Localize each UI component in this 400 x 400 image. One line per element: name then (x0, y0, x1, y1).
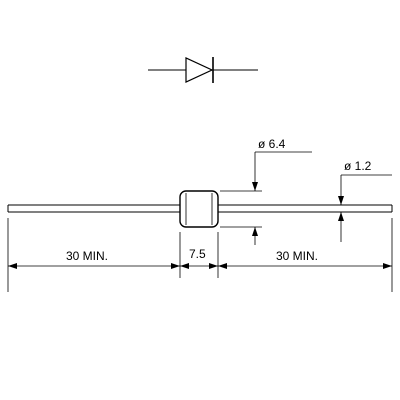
body-length-arrow-right (209, 263, 218, 269)
length-dimensions: 30 MIN. 7.5 30 MIN. (7, 218, 393, 292)
body-dia-arrow-bottom (252, 227, 258, 236)
lead-dia-arrow-top (338, 196, 344, 205)
lead-diameter-dimension: ø 1.2 (338, 159, 392, 242)
left-lead-dim-arrow-right (171, 263, 180, 269)
right-lead-dim-arrow-left (218, 263, 227, 269)
left-lead-length-label: 30 MIN. (66, 249, 108, 263)
right-lead-dim-arrow-right (383, 263, 392, 269)
body-diameter-label: ø 6.4 (258, 137, 286, 151)
body-length-arrow-left (180, 263, 189, 269)
lead-diameter-label: ø 1.2 (344, 159, 372, 173)
axial-diode-package (7, 190, 393, 228)
symbol-triangle (185, 57, 214, 83)
lead-dia-arrow-bottom (338, 212, 344, 221)
diode-body (179, 190, 219, 228)
diode-symbol (148, 57, 258, 83)
body-diameter-dimension: ø 6.4 (220, 137, 312, 245)
body-dia-arrow-top (252, 182, 258, 191)
left-lead-dim-arrow-left (8, 263, 17, 269)
right-lead-length-label: 30 MIN. (276, 249, 318, 263)
body-length-label: 7.5 (189, 247, 206, 261)
